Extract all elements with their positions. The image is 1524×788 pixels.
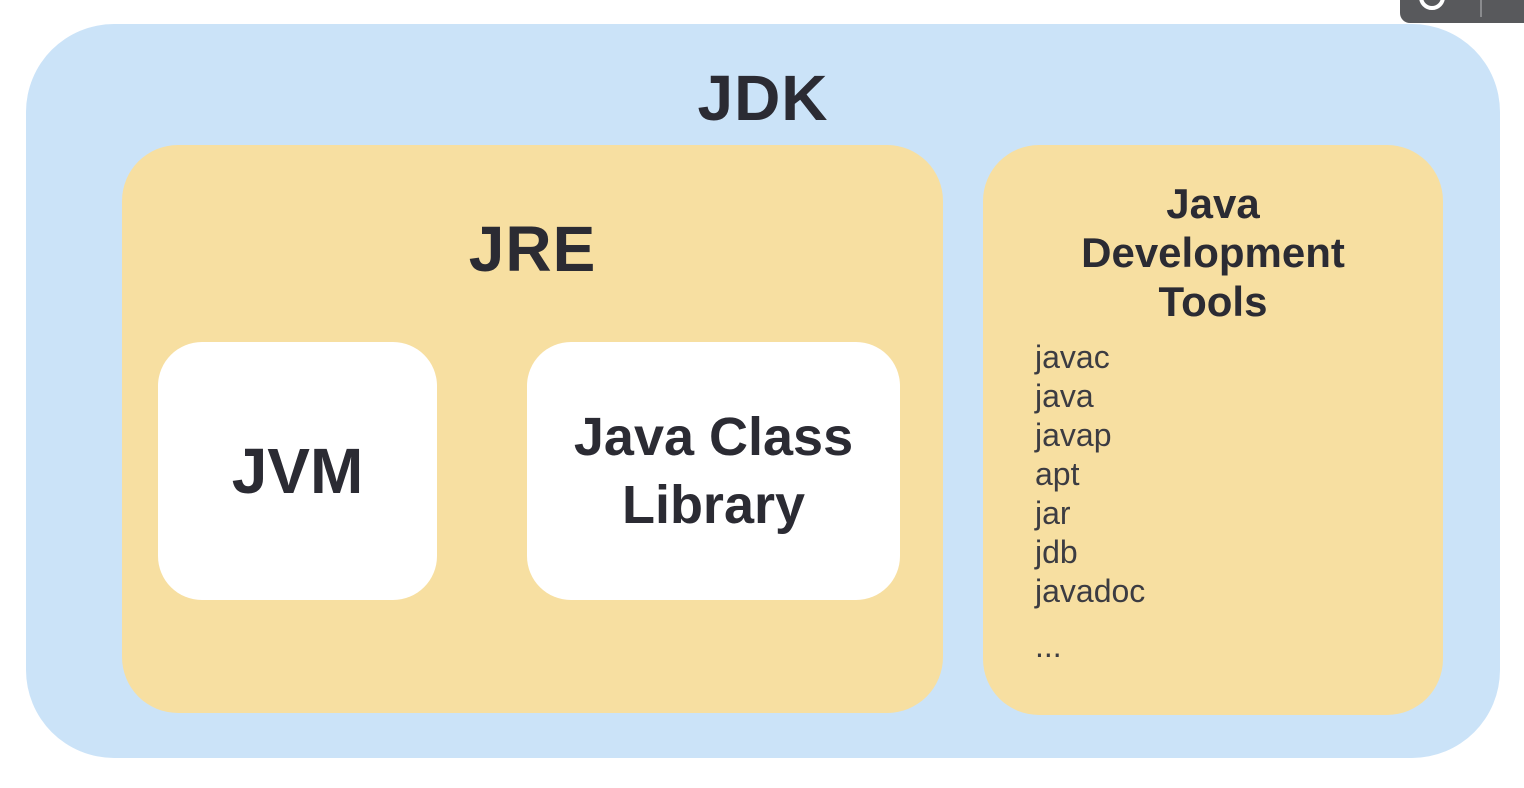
dev-tool-item-javadoc: javadoc xyxy=(1035,573,1146,609)
capture-toolbar xyxy=(1400,0,1524,23)
dev-tool-item-java: java xyxy=(1035,378,1094,414)
dev-tool-item-ellipsis: ... xyxy=(1035,628,1062,664)
capture-secondary-button[interactable] xyxy=(1482,0,1524,23)
dev-tools-list: javac java javap apt jar jdb javadoc ... xyxy=(983,338,1443,666)
dev-tool-item-javap: javap xyxy=(1035,417,1112,453)
java-class-library-label: Java Class Library xyxy=(573,407,854,535)
jdk-container: JDK JRE JVM Java Class Library Java Deve… xyxy=(26,24,1500,758)
circle-outline-icon xyxy=(1419,0,1445,10)
java-class-library-box: Java Class Library xyxy=(527,342,900,600)
java-development-tools-title: Java Development Tools xyxy=(1081,180,1345,325)
dev-tool-item-apt: apt xyxy=(1035,456,1080,492)
toolbar-divider xyxy=(1480,0,1482,17)
capture-timer-button[interactable] xyxy=(1400,0,1480,23)
jvm-label: JVM xyxy=(231,435,364,507)
dev-tool-item-jdb: jdb xyxy=(1035,534,1078,570)
jvm-box: JVM xyxy=(158,342,437,600)
jre-title: JRE xyxy=(468,213,597,285)
java-development-tools-container: Java Development Tools javac java javap … xyxy=(983,145,1443,715)
dev-tool-item-jar: jar xyxy=(1035,495,1071,531)
jre-container: JRE JVM Java Class Library xyxy=(122,145,943,713)
dev-tool-item-javac: javac xyxy=(1035,339,1110,375)
jdk-title: JDK xyxy=(697,62,829,134)
